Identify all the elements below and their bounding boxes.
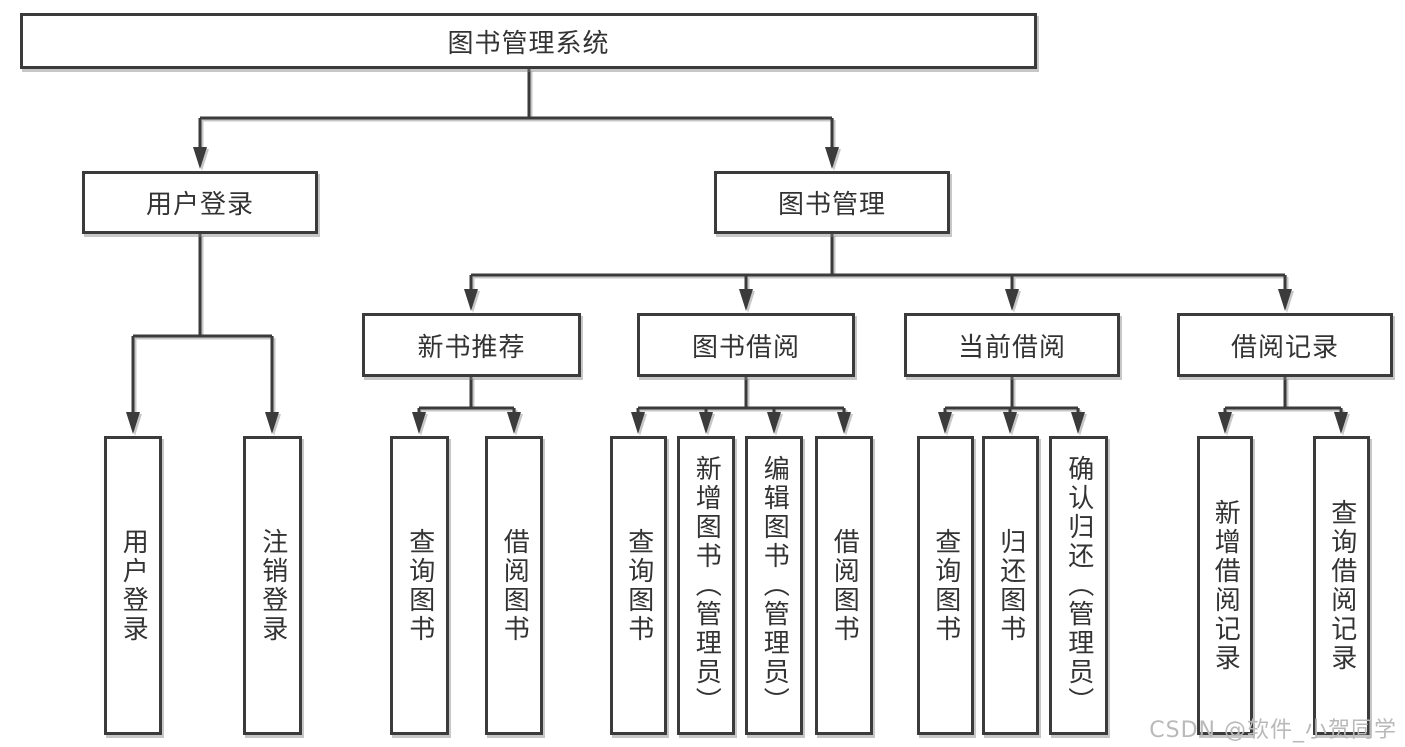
node-root-system: 图书管理系统 (20, 13, 1037, 69)
node-label: 新增借阅记录 (1210, 498, 1241, 673)
node-label: 新增图书（管理员） (691, 455, 722, 716)
node-label: 注销登录 (257, 527, 288, 644)
leaf-query-books-borrow: 查询图书 (610, 436, 667, 735)
leaf-borrow-books-recommend: 借阅图书 (485, 436, 543, 735)
leaf-borrow-books: 借阅图书 (815, 436, 873, 735)
node-label: 借阅图书 (499, 527, 530, 644)
node-label: 借阅图书 (829, 527, 860, 644)
node-label: 图书管理系统 (447, 28, 610, 59)
node-borrow-records: 借阅记录 (1177, 313, 1393, 377)
node-label: 当前借阅 (957, 332, 1066, 363)
node-label: 归还图书 (995, 527, 1026, 644)
csdn-watermark: CSDN @软件_小贺同学 (1149, 718, 1397, 743)
node-label: 新书推荐 (417, 332, 526, 363)
node-current-borrow: 当前借阅 (904, 313, 1120, 377)
node-label: 图书借阅 (691, 332, 800, 363)
node-label: 编辑图书（管理员） (759, 455, 790, 716)
leaf-query-borrow-record: 查询借阅记录 (1313, 436, 1370, 735)
leaf-add-borrow-record: 新增借阅记录 (1197, 436, 1253, 735)
leaf-logout: 注销登录 (243, 436, 302, 735)
leaf-return-books: 归还图书 (982, 436, 1039, 735)
node-label: 借阅记录 (1230, 332, 1339, 363)
node-new-book-recommend: 新书推荐 (362, 313, 581, 377)
node-label: 查询图书 (623, 527, 654, 644)
node-book-management: 图书管理 (714, 171, 950, 234)
leaf-user-login: 用户登录 (104, 436, 162, 735)
node-label: 用户登录 (145, 190, 254, 220)
node-label: 查询图书 (404, 527, 435, 644)
arrowhead-icons (126, 147, 1348, 434)
node-label: 用户登录 (118, 527, 149, 644)
node-label: 查询借阅记录 (1326, 498, 1357, 673)
node-label: 查询图书 (930, 527, 961, 644)
node-label: 图书管理 (777, 190, 886, 220)
node-book-borrow: 图书借阅 (637, 313, 855, 377)
leaf-add-books-admin: 新增图书（管理员） (677, 436, 735, 735)
leaf-query-books-current: 查询图书 (917, 436, 974, 735)
leaf-query-books-recommend: 查询图书 (390, 436, 449, 735)
node-label: 确认归还（管理员） (1063, 455, 1094, 716)
node-user-login-module: 用户登录 (82, 171, 318, 234)
leaf-edit-books-admin: 编辑图书（管理员） (745, 436, 803, 735)
leaf-confirm-return-admin: 确认归还（管理员） (1049, 436, 1108, 735)
